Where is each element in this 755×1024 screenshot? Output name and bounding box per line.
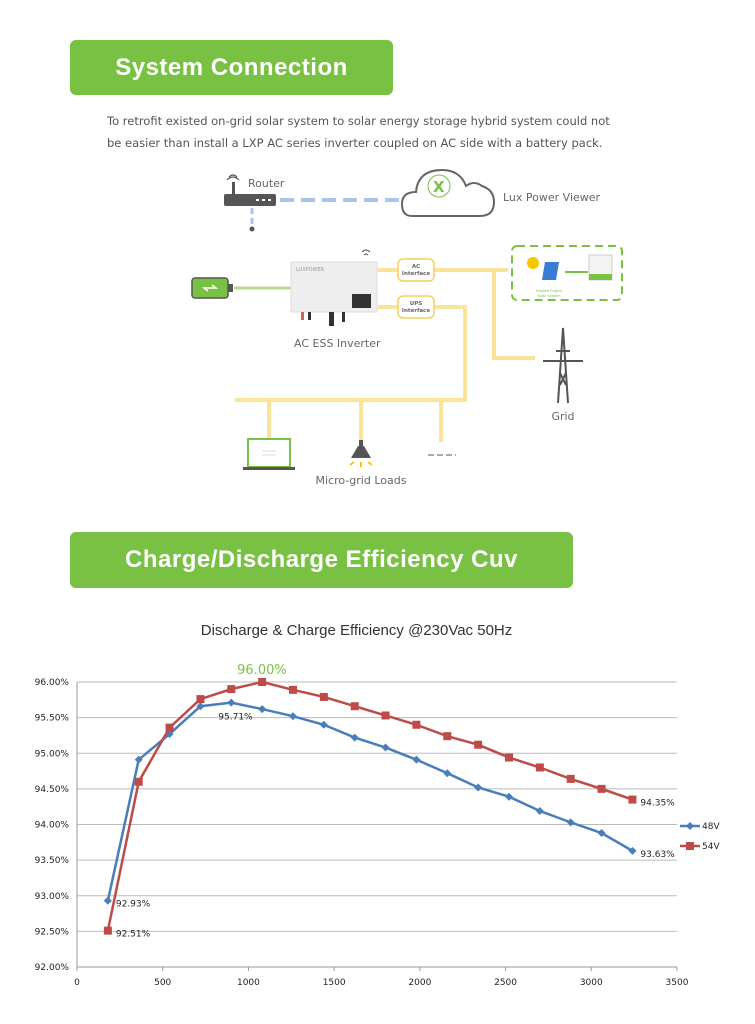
lux-logo-icon <box>427 174 451 198</box>
data-point-54V <box>566 774 575 783</box>
data-point-54V <box>628 795 637 804</box>
sun-icon <box>527 257 539 269</box>
x-tick-label: 1000 <box>237 978 260 988</box>
svg-text:AC: AC <box>412 264 420 270</box>
data-point-54V <box>289 685 297 694</box>
y-tick-label: 94.50% <box>35 785 70 795</box>
data-point-48V <box>258 705 267 714</box>
x-tick-label: 3500 <box>666 978 689 988</box>
data-point-54V <box>535 763 544 772</box>
data-point-48V <box>628 846 637 855</box>
data-point-48V <box>103 896 112 905</box>
x-tick-label: 1500 <box>323 978 346 988</box>
y-tick-label: 92.50% <box>35 927 70 937</box>
x-tick-label: 3000 <box>580 978 603 988</box>
paragraph-line: be easier than install a LXP AC series i… <box>107 136 603 150</box>
data-point-48V <box>412 755 421 764</box>
y-tick-label: 94.00% <box>35 821 70 831</box>
chart-title: Discharge & Charge Efficiency @230Vac 50… <box>200 622 513 639</box>
section-banner-efficiency: Charge/Discharge Efficiency Cuv <box>70 532 573 588</box>
data-point-48V <box>381 743 390 752</box>
ac-interface-box <box>397 258 435 282</box>
inverter-label: AC ESS Inverter <box>294 337 381 350</box>
svg-text:Existed Ongrid: Existed Ongrid <box>536 289 562 293</box>
y-tick-label: 95.50% <box>35 714 70 724</box>
svg-text:LUXPOWER: LUXPOWER <box>296 267 325 273</box>
system-diagram: Router X Lux Power Viewer LUXPOWER AC ES… <box>191 168 623 487</box>
legend-label-48V: 48V <box>702 822 720 832</box>
data-point-54V <box>412 720 421 729</box>
router-label: Router <box>248 177 285 190</box>
data-point-48V <box>227 698 236 707</box>
data-label: 92.93% <box>116 900 151 910</box>
data-point-48V <box>319 720 328 729</box>
svg-text:Interface: Interface <box>402 271 430 277</box>
series-line-48V <box>106 701 634 902</box>
legend-label-54V: 54V <box>702 842 720 852</box>
data-point-54V <box>319 692 328 701</box>
data-point-54V <box>196 695 205 704</box>
y-tick-label: 93.00% <box>35 892 70 902</box>
data-label: 95.71% <box>218 713 253 723</box>
x-tick-label: 2500 <box>494 978 517 988</box>
data-point-48V <box>443 769 452 778</box>
data-point-54V <box>103 926 112 935</box>
section-banner-system-connection: System Connection <box>70 40 393 95</box>
cloud-label: Lux Power Viewer <box>503 191 601 204</box>
data-point-54V <box>597 784 606 793</box>
data-point-48V <box>289 712 297 721</box>
data-point-48V <box>566 818 575 827</box>
grid-tower-icon <box>543 327 583 404</box>
grid-label: Grid <box>551 410 574 423</box>
data-point-54V <box>381 711 390 720</box>
svg-text:Solar System: Solar System <box>537 294 561 298</box>
svg-text:Interface: Interface <box>402 308 430 314</box>
data-point-54V <box>474 740 483 749</box>
data-point-54V <box>134 777 143 786</box>
x-tick-label: 500 <box>154 978 171 988</box>
data-point-48V <box>535 806 544 815</box>
data-point-48V <box>474 783 483 792</box>
solar-system-box <box>511 245 623 301</box>
intro-paragraph: To retrofit existed on-grid solar system… <box>107 110 627 154</box>
data-point-48V <box>597 829 606 838</box>
laptop-icon <box>243 438 295 470</box>
data-point-48V <box>350 733 359 742</box>
router-icon <box>224 174 276 206</box>
data-label: 96.00% <box>237 663 287 678</box>
y-tick-label: 96.00% <box>35 678 70 688</box>
data-label: 93.63% <box>640 850 675 860</box>
svg-text:UPS: UPS <box>410 301 422 307</box>
ups-interface-box <box>397 295 435 319</box>
data-point-54V <box>165 723 174 732</box>
data-point-48V <box>505 792 513 801</box>
efficiency-chart: 92.00% 92.50% 93.00% 93.50% 94.00% 94.50% 95.0… <box>35 663 721 988</box>
lamp-icon <box>349 440 373 467</box>
data-label: 92.51% <box>116 930 151 940</box>
loads-label: Micro-grid Loads <box>316 474 407 487</box>
data-point-54V <box>227 685 236 694</box>
series-line-54V <box>106 680 633 931</box>
y-tick-label: 92.00% <box>35 963 70 973</box>
data-point-54V <box>505 753 513 762</box>
data-label: 94.35% <box>640 799 675 809</box>
legend-marker-48V <box>686 822 694 830</box>
legend-marker-54V <box>686 842 694 850</box>
data-point-54V <box>258 678 267 686</box>
y-tick-label: 93.50% <box>35 856 70 866</box>
data-point-48V <box>134 755 143 764</box>
paragraph-line: To retrofit existed on-grid solar system… <box>107 114 610 128</box>
x-tick-label: 2000 <box>408 978 431 988</box>
svg-text:X: X <box>433 178 445 196</box>
wifi-icon <box>249 226 255 232</box>
x-tick-label: 0 <box>74 978 80 988</box>
solar-panel-icon <box>542 262 559 280</box>
data-point-54V <box>443 732 452 741</box>
data-point-54V <box>350 702 359 711</box>
ac-wiring <box>235 268 535 442</box>
data-point-48V <box>196 702 205 711</box>
y-tick-label: 95.00% <box>35 749 70 759</box>
